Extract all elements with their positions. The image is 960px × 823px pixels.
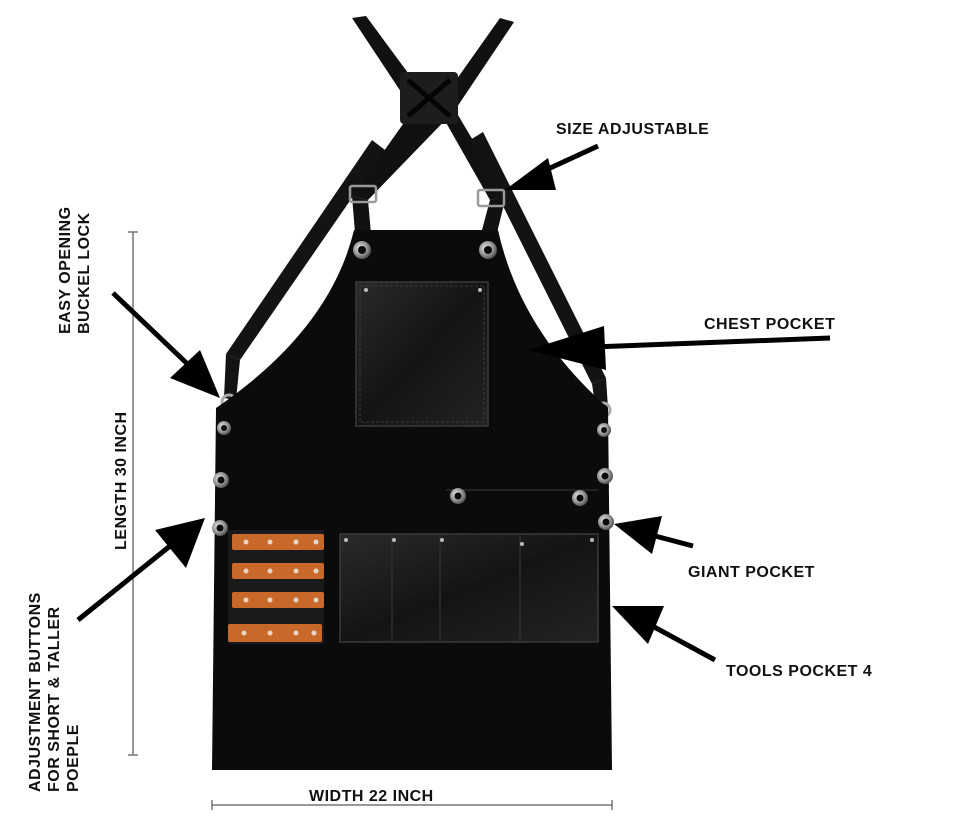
giant-pocket — [446, 488, 598, 506]
giant-pocket-arrow — [614, 516, 694, 554]
adjustment-buttons-arrow — [76, 518, 205, 622]
tools-pocket-label: TOOLS POCKET 4 — [726, 663, 873, 680]
giant-pocket-label: GIANT POCKET — [688, 564, 815, 581]
easy-opening-line2: BUCKEL LOCK — [76, 212, 93, 334]
brush-holder — [228, 530, 324, 644]
length-label: LENGTH 30 INCH — [112, 411, 131, 550]
chest-pocket-arrow — [528, 326, 831, 370]
top-grommets — [353, 241, 497, 259]
size-adjustable-arrow — [505, 143, 600, 190]
adjustment-line2: FOR SHORT & TALLER — [46, 606, 63, 792]
width-measure-line — [211, 800, 613, 810]
chest-pocket — [355, 281, 489, 427]
easy-opening-label: EASY OPENING BUCKEL LOCK — [56, 206, 94, 334]
size-adjustable-label: SIZE ADJUSTABLE — [556, 121, 710, 138]
length-measure-line — [128, 231, 138, 756]
adjustment-buttons-label: ADJUSTMENT BUTTONS FOR SHORT & TALLER PO… — [26, 592, 83, 792]
tools-pocket-arrow — [612, 606, 717, 663]
easy-opening-line1: EASY OPENING — [57, 206, 74, 334]
chest-pocket-label: CHEST POCKET — [704, 316, 836, 333]
side-grommets — [212, 421, 614, 536]
width-label: WIDTH 22 INCH — [309, 788, 434, 805]
buckle-lock-arrow — [111, 291, 220, 398]
length-label-text: LENGTH 30 INCH — [113, 411, 130, 550]
adjustment-line1: ADJUSTMENT BUTTONS — [27, 592, 44, 792]
pointer-arrows — [76, 143, 831, 663]
adjustment-line3: POEPLE — [65, 724, 82, 792]
tools-pocket — [339, 533, 599, 643]
